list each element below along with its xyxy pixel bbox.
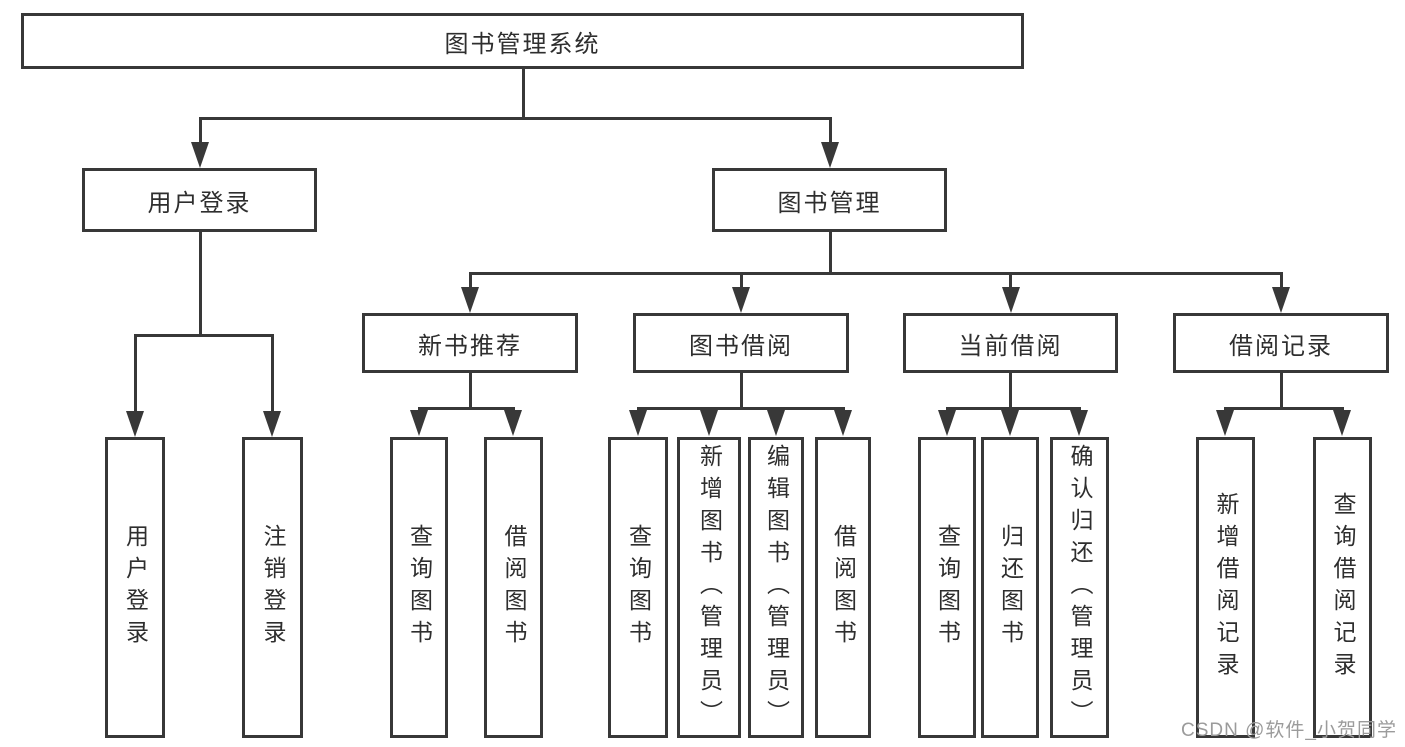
arrowhead-down-icon	[504, 410, 522, 436]
leaf-borrow-query-label: 查询图书	[625, 523, 652, 652]
arrowhead-down-icon	[263, 411, 281, 437]
csdn-watermark: CSDN @软件_小贺同学	[1181, 720, 1397, 741]
leaf-record-add-label: 新增借阅记录	[1213, 491, 1239, 684]
connector-hbar	[417, 406, 515, 410]
leaf-borrow-add-admin-label: 新增图书（管理员）	[696, 443, 723, 732]
arrowhead-down-icon	[629, 410, 647, 436]
connector-stem	[198, 232, 202, 335]
connector-hbar	[945, 406, 1081, 410]
root-node: 图书管理系统	[21, 13, 1024, 69]
leaf-borrow-book-label: 借阅图书	[830, 523, 857, 652]
arrowhead-down-icon	[126, 411, 144, 437]
connector-stem	[133, 333, 137, 413]
leaf-user-login: 用户登录	[105, 437, 165, 738]
group-current-borrow-label: 当前借阅	[958, 332, 1063, 360]
connector-stem	[1279, 373, 1283, 408]
connector-stem	[828, 116, 832, 144]
connector-hbar	[1223, 406, 1344, 410]
leaf-current-query: 查询图书	[918, 437, 976, 738]
branch-book-management-label: 图书管理	[777, 189, 882, 217]
group-book-borrow-node: 图书借阅	[633, 313, 849, 373]
connector-stem	[1009, 373, 1012, 408]
arrowhead-down-icon	[461, 287, 479, 313]
group-new-book-label: 新书推荐	[418, 332, 522, 360]
leaf-current-query-label: 查询图书	[934, 523, 961, 652]
leaf-current-return: 归还图书	[981, 437, 1039, 738]
arrowhead-down-icon	[191, 142, 209, 168]
connector-hbar	[468, 271, 1283, 275]
arrowhead-down-icon	[700, 410, 718, 436]
connector-root-hbar	[198, 116, 832, 120]
connector-stem	[828, 232, 832, 273]
leaf-record-query-label: 查询借阅记录	[1330, 491, 1356, 684]
leaf-newbook-borrow: 借阅图书	[484, 437, 543, 738]
connector-hbar	[636, 406, 845, 410]
leaf-current-return-label: 归还图书	[997, 523, 1024, 652]
connector-root-stem	[521, 69, 525, 119]
connector-stem	[270, 333, 274, 413]
leaf-current-confirm-admin-label: 确认归还（管理员）	[1067, 443, 1093, 732]
leaf-newbook-borrow-label: 借阅图书	[501, 523, 527, 652]
connector-stem	[739, 271, 743, 289]
connector-stem	[468, 373, 472, 408]
arrowhead-down-icon	[410, 410, 428, 436]
arrowhead-down-icon	[821, 142, 839, 168]
group-book-borrow-label: 图书借阅	[689, 332, 793, 360]
arrowhead-down-icon	[1272, 287, 1290, 313]
arrowhead-down-icon	[1216, 410, 1234, 436]
connector-stem	[198, 116, 202, 144]
leaf-borrow-add-admin: 新增图书（管理员）	[677, 437, 741, 738]
branch-user-login-node: 用户登录	[82, 168, 317, 232]
leaf-user-login-label: 用户登录	[122, 523, 149, 652]
group-current-borrow-node: 当前借阅	[903, 313, 1118, 373]
arrowhead-down-icon	[767, 410, 785, 436]
arrowhead-down-icon	[834, 410, 852, 436]
leaf-logout-label: 注销登录	[260, 523, 286, 652]
arrowhead-down-icon	[938, 410, 956, 436]
branch-user-login-label: 用户登录	[147, 189, 252, 217]
group-new-book-node: 新书推荐	[362, 313, 578, 373]
arrowhead-down-icon	[732, 287, 750, 313]
leaf-logout: 注销登录	[242, 437, 303, 738]
branch-book-management-node: 图书管理	[712, 168, 947, 232]
connector-stem	[1009, 271, 1012, 289]
leaf-borrow-edit-admin: 编辑图书（管理员）	[748, 437, 804, 738]
arrowhead-down-icon	[1002, 287, 1020, 313]
leaf-borrow-query: 查询图书	[608, 437, 668, 738]
group-borrow-record-node: 借阅记录	[1173, 313, 1389, 373]
leaf-current-confirm-admin: 确认归还（管理员）	[1050, 437, 1109, 738]
connector-hbar	[133, 333, 274, 337]
connector-stem	[739, 373, 743, 408]
arrowhead-down-icon	[1333, 410, 1351, 436]
leaf-borrow-edit-admin-label: 编辑图书（管理员）	[763, 443, 790, 732]
arrowhead-down-icon	[1001, 410, 1019, 436]
leaf-borrow-book: 借阅图书	[815, 437, 871, 738]
leaf-record-add: 新增借阅记录	[1196, 437, 1255, 738]
group-borrow-record-label: 借阅记录	[1229, 332, 1333, 360]
leaf-record-query: 查询借阅记录	[1313, 437, 1372, 738]
root-node-label: 图书管理系统	[444, 30, 601, 58]
arrowhead-down-icon	[1070, 410, 1088, 436]
connector-stem	[468, 271, 472, 289]
leaf-newbook-query-label: 查询图书	[406, 523, 433, 652]
connector-stem	[1279, 271, 1283, 289]
leaf-newbook-query: 查询图书	[390, 437, 448, 738]
